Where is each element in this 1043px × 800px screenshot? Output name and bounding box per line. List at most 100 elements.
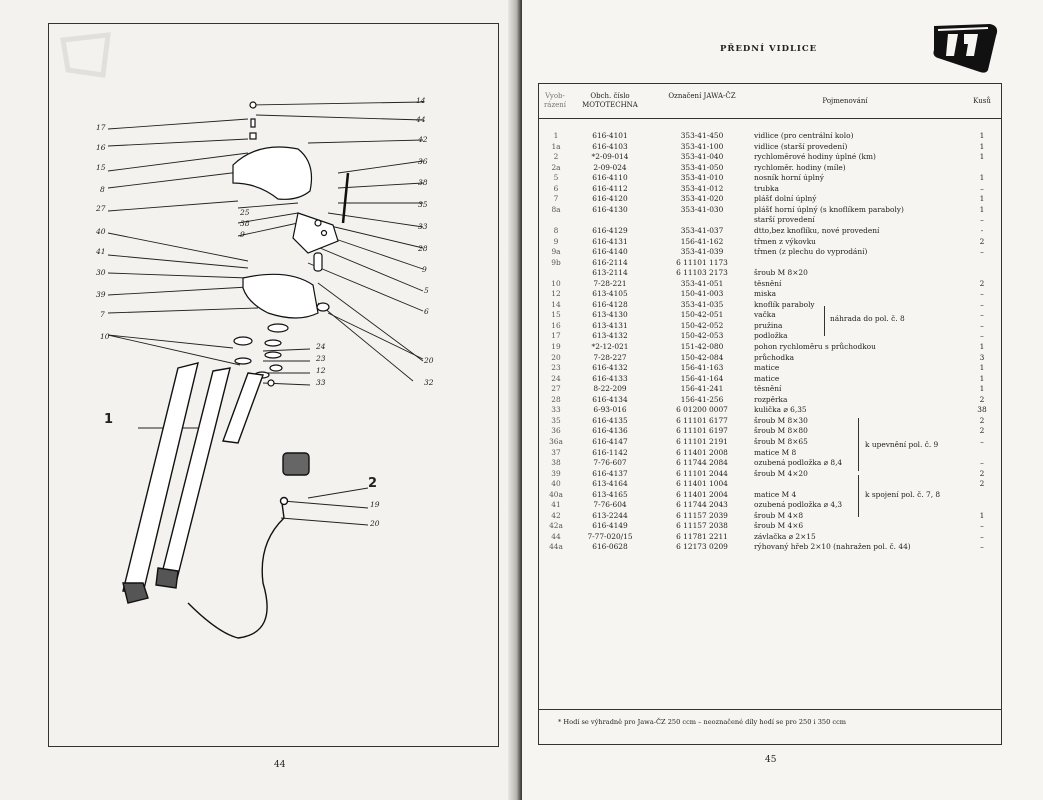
cell-mototechna: *2-09-014 bbox=[591, 152, 629, 162]
cell-mototechna: 7-77-020/15 bbox=[587, 531, 633, 541]
cell-mototechna: 616-2114 bbox=[592, 257, 628, 267]
cell-pos: 42a bbox=[549, 521, 563, 531]
cell-pos: 42 bbox=[551, 510, 561, 520]
cell-qty: 1 bbox=[979, 384, 985, 394]
callout-30: 30 bbox=[96, 268, 106, 277]
cell-name: nosník horní úplný bbox=[754, 173, 824, 183]
callout-27: 27 bbox=[96, 204, 106, 213]
cell-qty: – bbox=[980, 299, 984, 309]
cell-name: třmen (z plechu do vyprodání) bbox=[754, 247, 868, 257]
cell-jawa: 6 11101 6197 bbox=[676, 426, 728, 436]
cell-mototechna: 616-1142 bbox=[592, 447, 628, 457]
callout-44: 44 bbox=[416, 115, 426, 124]
cell-name: závlačka ⌀ 2×15 bbox=[754, 531, 816, 541]
cell-mototechna: 616-4128 bbox=[592, 299, 628, 309]
cell-jawa: 156-41-241 bbox=[680, 384, 724, 394]
callout-10: 10 bbox=[100, 332, 110, 341]
cell-qty: 1 bbox=[979, 131, 985, 140]
cell-mototechna: 613-4165 bbox=[592, 489, 628, 499]
cell-name: rychloměrové hodiny úplné (km) bbox=[754, 152, 876, 162]
cell-jawa: 6 11101 1173 bbox=[676, 257, 728, 267]
cell-jawa: 156-41-164 bbox=[680, 373, 724, 383]
cell-jawa: 6 11744 2043 bbox=[676, 500, 728, 510]
cell-pos: 36a bbox=[549, 436, 563, 446]
callout-1: 1 bbox=[104, 412, 114, 427]
cell-mototechna: 7-28-227 bbox=[593, 352, 627, 362]
cell-mototechna: 616-4133 bbox=[592, 373, 628, 383]
callout-32: 32 bbox=[424, 378, 434, 387]
cell-mototechna: 616-4103 bbox=[592, 141, 628, 151]
cell-name: podložka bbox=[754, 331, 788, 341]
cell-mototechna: 613-4131 bbox=[592, 320, 628, 330]
cell-qty: 2 bbox=[979, 278, 985, 288]
cell-name: třmen z výkovku bbox=[754, 236, 816, 246]
cell-name: knoflík paraboly bbox=[754, 299, 815, 309]
cell-pos: 15 bbox=[551, 310, 561, 320]
cell-pos: 23 bbox=[551, 363, 561, 373]
cell-pos: 33 bbox=[551, 405, 561, 415]
cell-qty: – bbox=[980, 310, 984, 320]
cell-jawa: 353-41-020 bbox=[680, 194, 724, 204]
cell-mototechna: 616-4140 bbox=[592, 247, 628, 257]
cell-pos: 35 bbox=[551, 415, 561, 425]
cell-qty: 1 bbox=[979, 204, 985, 214]
cell-mototechna: *2-12-021 bbox=[591, 342, 629, 351]
callout-5: 5 bbox=[424, 286, 429, 295]
cell-qty: 1 bbox=[979, 173, 985, 183]
cell-name: plášť horní úplný (s knoflíkem paraboly) bbox=[754, 204, 904, 214]
cell-qty: 1 bbox=[979, 152, 985, 162]
callout-24: 24 bbox=[316, 342, 326, 351]
callout-41: 41 bbox=[96, 247, 106, 256]
cell-qty: – bbox=[980, 458, 984, 468]
cell-mototechna: 613-4130 bbox=[592, 310, 628, 320]
cell-mototechna: 616-4135 bbox=[592, 415, 628, 425]
cell-pos: 14 bbox=[551, 299, 561, 309]
cell-jawa: 353-41-100 bbox=[680, 141, 724, 151]
callout-35: 35 bbox=[418, 200, 428, 209]
cell-pos: 1 bbox=[553, 131, 559, 140]
cell-mototechna: 616-4147 bbox=[592, 436, 628, 446]
cell-jawa: 353-41-030 bbox=[680, 204, 724, 214]
callout-9b: 9 bbox=[422, 265, 427, 274]
cell-jawa: 6 11744 2084 bbox=[676, 458, 728, 468]
cell-mototechna: 616-4112 bbox=[592, 183, 628, 193]
cell-qty: – bbox=[980, 331, 984, 341]
cell-name: vidlice (starší provedení) bbox=[754, 141, 848, 151]
cell-qty: 2 bbox=[979, 479, 985, 489]
cell-qty: 1 bbox=[979, 510, 985, 520]
cell-qty: – bbox=[980, 531, 984, 541]
cell-pos: 36 bbox=[551, 426, 561, 436]
cell-pos: 28 bbox=[551, 394, 561, 404]
cell-name: šroub M 4×20 bbox=[754, 468, 808, 478]
cell-name: rozpěrka bbox=[754, 394, 788, 404]
cell-pos: 17 bbox=[551, 331, 561, 341]
callout-12: 12 bbox=[316, 366, 326, 375]
diagram-frame bbox=[48, 23, 499, 747]
brace-connection bbox=[858, 475, 859, 517]
cell-pos: 1a bbox=[551, 141, 561, 151]
cell-name: těsnění bbox=[754, 278, 782, 288]
cell-qty: 38 bbox=[977, 405, 987, 415]
cell-pos: 40 bbox=[551, 479, 561, 489]
cell-jawa: 151-42-080 bbox=[680, 342, 724, 351]
callout-25: 25 bbox=[240, 208, 250, 217]
cell-jawa: 150-41-003 bbox=[680, 289, 724, 299]
cell-qty: 1 bbox=[979, 373, 985, 383]
cell-name: starší provedení bbox=[754, 215, 815, 225]
cell-qty: 1 bbox=[979, 342, 985, 351]
cell-name: pružina bbox=[754, 320, 783, 330]
cell-jawa: 150-42-051 bbox=[680, 310, 724, 320]
callout-19: 19 bbox=[370, 500, 380, 509]
cell-qty: – bbox=[980, 247, 984, 257]
cell-name: matice bbox=[754, 373, 780, 383]
callout-15: 15 bbox=[96, 163, 106, 172]
cell-name: matice M 8 bbox=[754, 447, 797, 457]
cell-pos: 9b bbox=[551, 257, 561, 267]
cell-jawa: 6 11101 2044 bbox=[676, 468, 728, 478]
cell-mototechna: 616-4120 bbox=[592, 194, 628, 204]
cell-jawa: 6 11101 2191 bbox=[676, 436, 728, 446]
right-page bbox=[522, 0, 1043, 800]
cell-jawa: 156-41-162 bbox=[680, 236, 724, 246]
cell-mototechna: 616-4137 bbox=[592, 468, 628, 478]
